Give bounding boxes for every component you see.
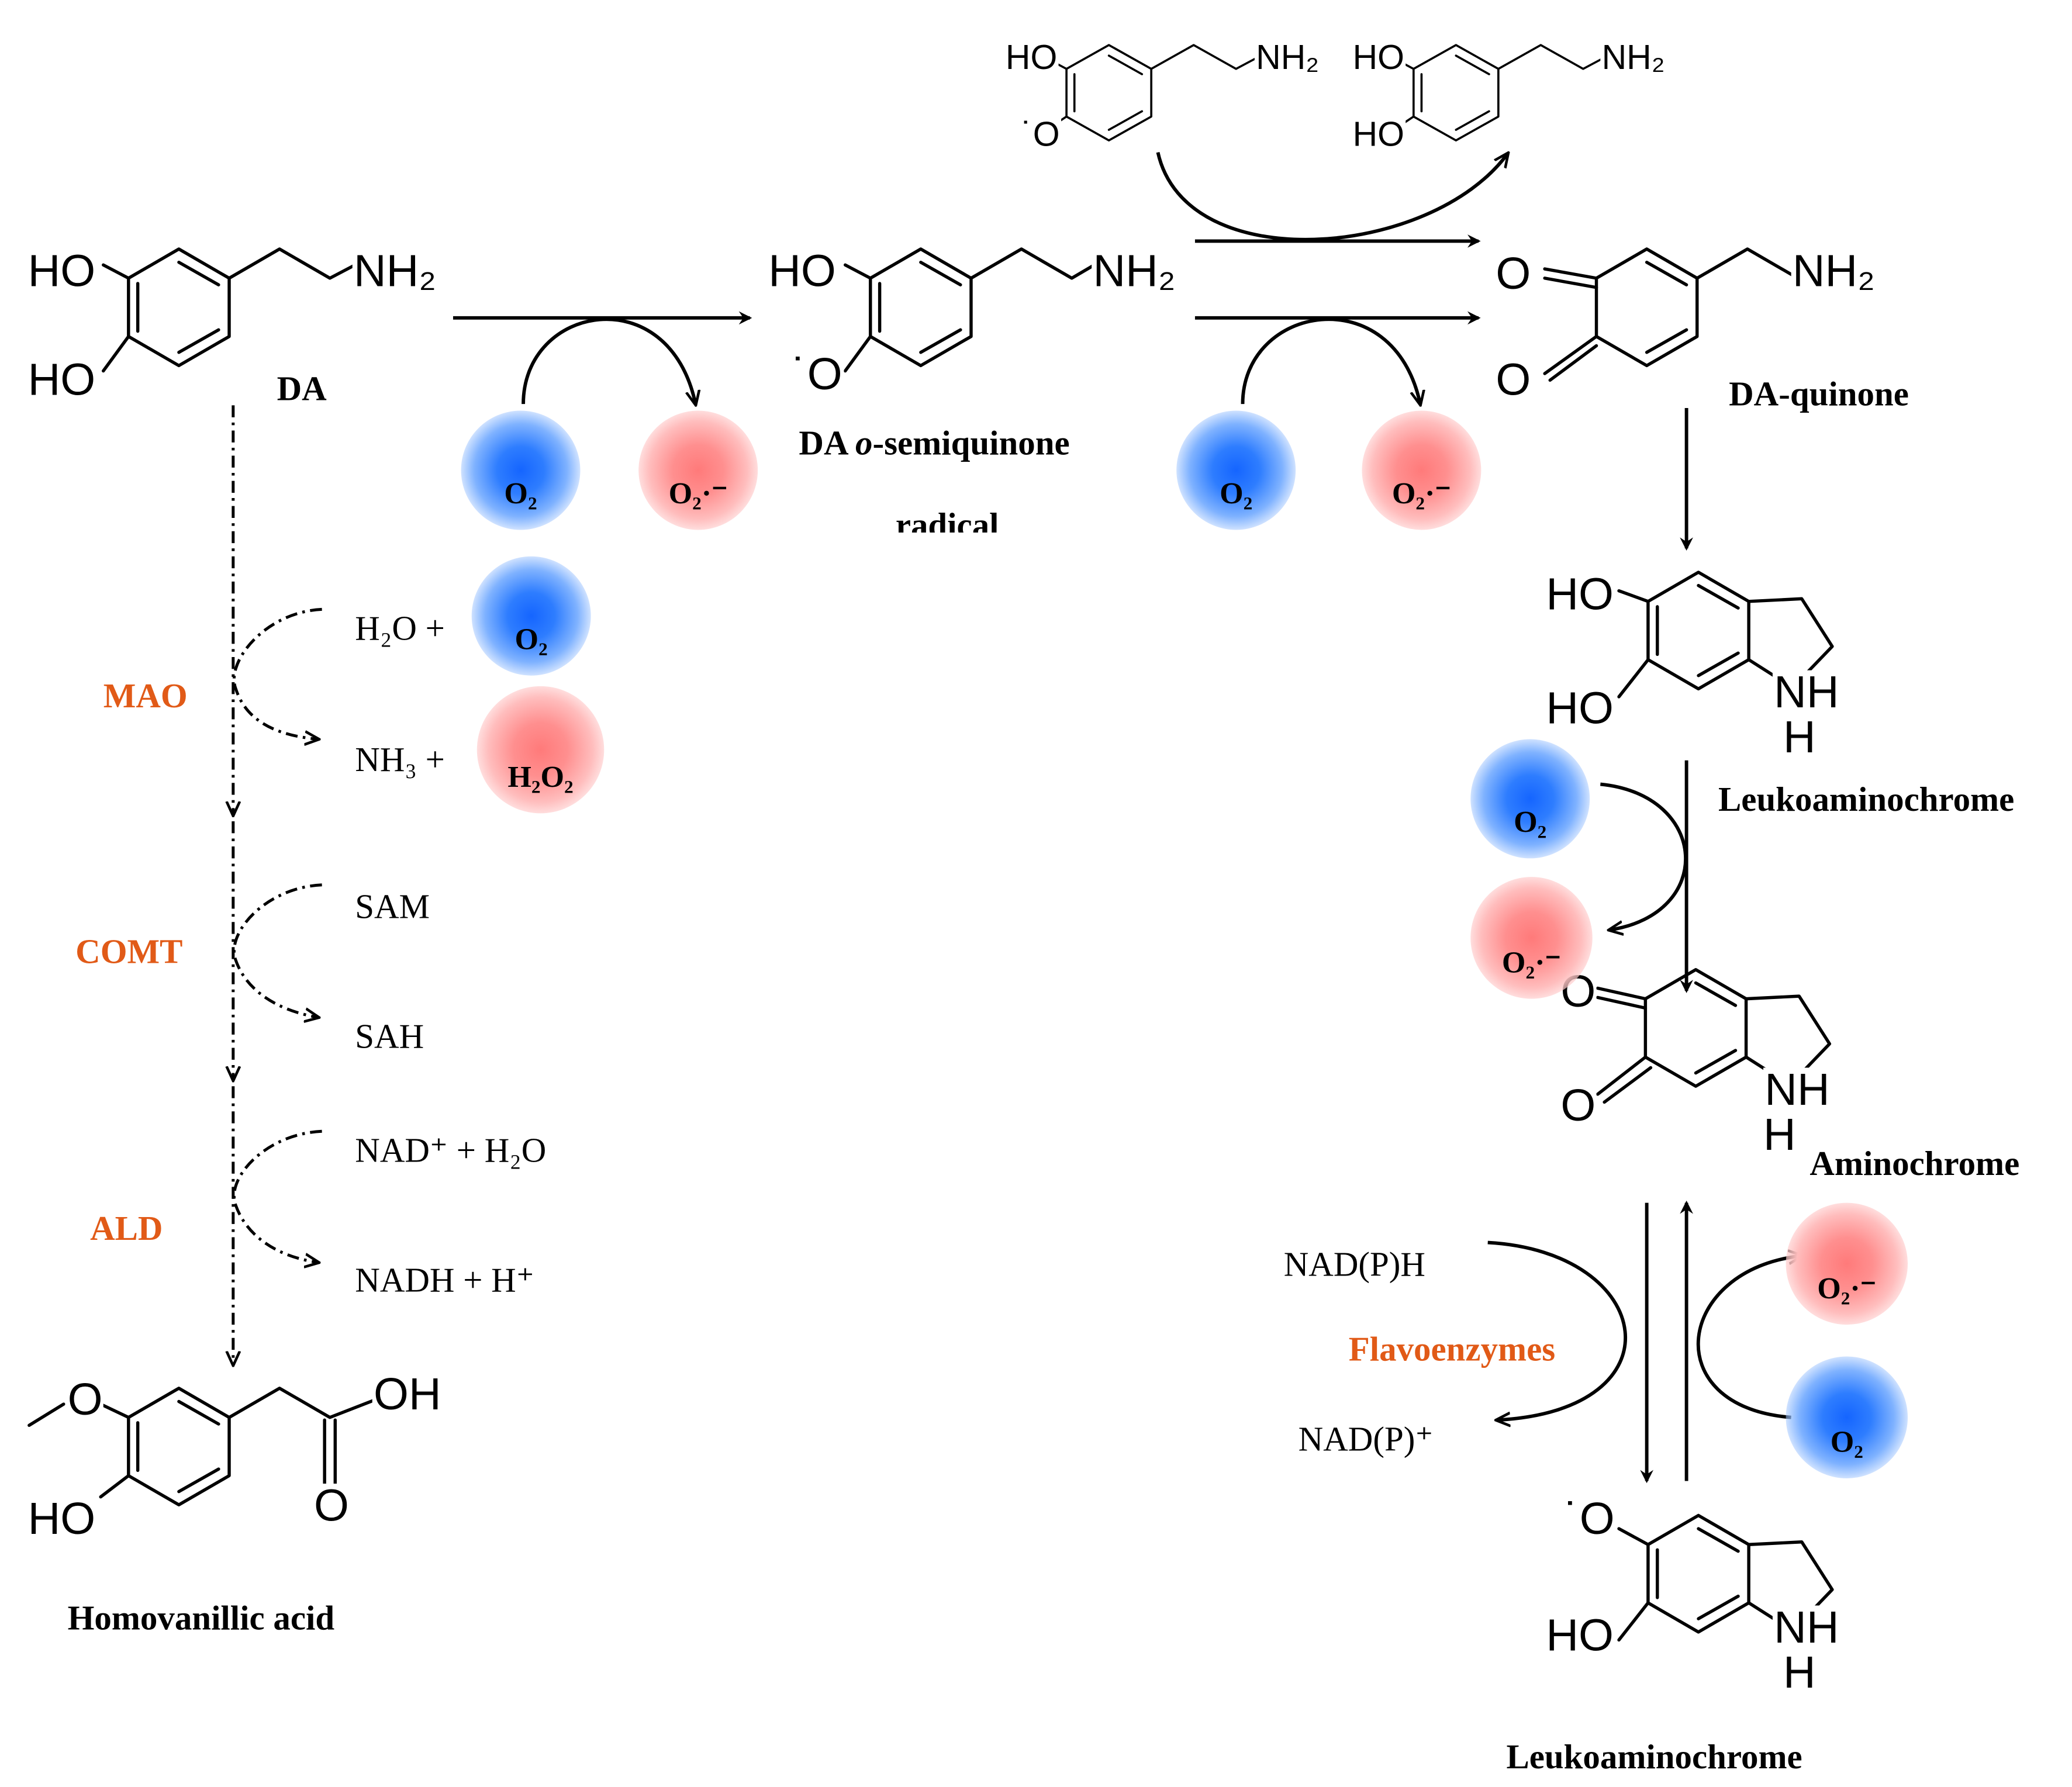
reagent-nad-h2o: NAD⁺ + H₂O: [355, 1131, 547, 1170]
top-dopamine-structure: [1393, 44, 1604, 142]
atom-o: O: [1494, 358, 1532, 403]
reagent-nh3: NH₃ +: [355, 740, 445, 779]
dopamine-structure: [102, 247, 357, 373]
atom-nh2: NH₂: [1254, 40, 1321, 74]
label-homovanillic-acid: Homovanillic acid: [67, 1599, 335, 1637]
atom-ho: HO: [1545, 572, 1615, 618]
atom-nh2: NH₂: [1791, 249, 1877, 295]
arrow-o2-to-superoxide-2: [1241, 317, 1421, 404]
atom-nh2: NH₂: [1600, 40, 1666, 74]
atom-nh: NH: [1772, 1605, 1840, 1651]
enzyme-flavoenzymes: Flavoenzymes: [1348, 1330, 1556, 1368]
enzyme-ald: ALD: [90, 1209, 163, 1248]
atom-nh2: NH₂: [1092, 249, 1177, 295]
arrow-semiquinone-to-dopamine-top: [1156, 153, 1507, 241]
label-radical: radical: [895, 509, 999, 533]
arrow-o2-to-superoxide-3: [1600, 782, 1687, 930]
label-aminochrome: Aminochrome: [1809, 1144, 2020, 1183]
top-semiquinone-structure: [1045, 44, 1257, 142]
oxygen-bubble: O₂: [1786, 1356, 1908, 1478]
atom-ho: HO: [1004, 40, 1059, 74]
arrow-o2-to-superoxide-4: [1696, 1256, 1802, 1419]
oxygen-bubble: O₂: [1470, 739, 1590, 859]
atom-ho: HO: [26, 249, 97, 295]
superoxide-bubble: O₂·⁻: [1470, 877, 1593, 999]
atom-ho: HO: [1545, 1613, 1615, 1659]
atom-ho: HO: [1545, 686, 1615, 731]
arrow-o2-to-superoxide-1: [522, 317, 696, 404]
oxygen-bubble: O₂: [461, 410, 581, 530]
atom-o: O: [312, 1484, 351, 1529]
atom-h: H: [1781, 715, 1817, 761]
label-da-quinone: DA-quinone: [1729, 375, 1909, 414]
atom-h: H: [1781, 1650, 1817, 1696]
label-da: DA: [277, 369, 327, 408]
label-leukoaminochrome-top: Leukoaminochrome: [1718, 780, 2015, 819]
oxygen-bubble: O₂: [1176, 410, 1296, 530]
reagent-nadh: NADH + H⁺: [355, 1261, 534, 1300]
superoxide-bubble: O₂·⁻: [638, 410, 758, 530]
atom-o: O: [1559, 1083, 1597, 1129]
semiquinone-structure: [843, 247, 1096, 373]
atom-ho: HO: [767, 249, 838, 295]
arrow-nadph-to-nadp: [1487, 1240, 1627, 1420]
atom-ho: HO: [1351, 40, 1406, 74]
atom-ho: HO: [26, 1496, 97, 1542]
atom-nh2: NH₂: [352, 249, 438, 295]
reagent-nadp: NAD(P)⁺: [1298, 1420, 1434, 1458]
atom-radical-o: ˙O: [790, 352, 844, 398]
h2o2-bubble: H₂O₂: [476, 686, 605, 814]
atom-n: NH: [1763, 1067, 1831, 1113]
atom-oh: OH: [372, 1372, 443, 1418]
reagent-h2o: H₂O +: [355, 609, 445, 648]
arrow-comt-cofactor: [232, 883, 322, 1018]
enzyme-mao: MAO: [103, 676, 188, 716]
leukoaminochrome-top-structure: [1617, 571, 1834, 699]
reagent-sam: SAM: [355, 887, 430, 927]
atom-ho: HO: [1351, 116, 1406, 151]
enzyme-comt: COMT: [75, 932, 183, 972]
superoxide-bubble: O₂·⁻: [1362, 410, 1482, 530]
atom-radical-o: ˙O: [1020, 116, 1061, 151]
reaction-arrows: [453, 153, 1802, 1484]
homovanillic-acid-structure: [27, 1387, 379, 1507]
reagent-sah: SAH: [355, 1017, 424, 1056]
label-leukoaminochrome-bottom: Leukoaminochrome: [1506, 1738, 1802, 1776]
enzymatic-pathway: [233, 405, 322, 1364]
reagent-nadph: NAD(P)H: [1283, 1245, 1425, 1284]
arrow-mao-cofactor: [232, 607, 322, 739]
da-quinone-structure: [1543, 247, 1822, 382]
label-semiquinone: DA o-semiquinone: [799, 424, 1070, 462]
arrow-ald-cofactor: [232, 1129, 322, 1262]
atom-o: O: [1494, 251, 1532, 297]
atom-h: H: [1762, 1112, 1797, 1158]
atom-nh: NH: [1772, 670, 1840, 716]
atom-o: O: [66, 1377, 104, 1423]
superoxide-bubble: O₂·⁻: [1786, 1202, 1908, 1325]
oxygen-bubble: O₂: [471, 556, 591, 676]
atom-radical-o: ˙O: [1563, 1496, 1617, 1542]
atom-ho: HO: [26, 358, 97, 403]
